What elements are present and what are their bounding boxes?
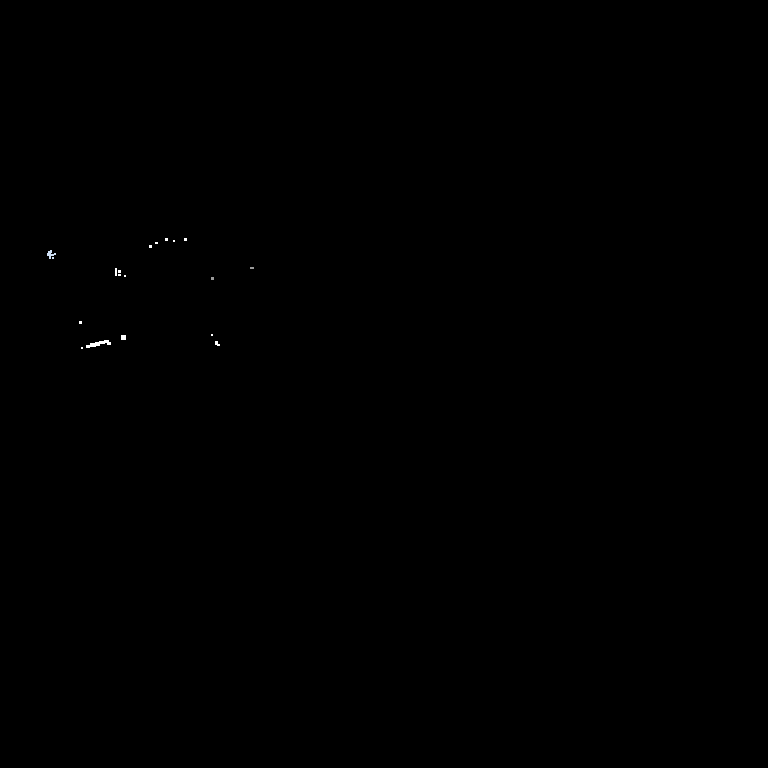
pixel-fragment <box>115 268 117 276</box>
pixel-fragment <box>90 343 96 347</box>
capture-state-label: blank <box>0 0 1 1</box>
pixel-fragment <box>165 238 168 241</box>
pixel-fragment <box>79 321 82 324</box>
pixel-fragment <box>184 238 187 241</box>
pixel-fragment <box>215 341 218 345</box>
pixel-fragment <box>47 253 51 256</box>
pixel-fragment <box>118 270 121 273</box>
pixel-fragment <box>104 340 109 343</box>
pixel-fragment <box>50 250 52 253</box>
pixel-fragment <box>51 254 54 256</box>
pixel-fragment <box>149 245 152 248</box>
pixel-fragment <box>217 344 220 346</box>
pixel-fragment <box>118 274 121 276</box>
pixel-fragment <box>54 253 56 255</box>
pixel-fragment <box>52 257 54 259</box>
pixel-fragment <box>173 240 175 242</box>
pixel-fragment <box>107 342 111 345</box>
pixel-fragment <box>48 251 50 253</box>
pixel-fragment <box>124 275 126 277</box>
fragment-region-label: upper-left quadrant <box>0 0 1 1</box>
pixel-fragment <box>81 347 83 349</box>
pixel-fragment <box>99 341 105 344</box>
capture-description: Near-black screen capture with no legibl… <box>0 0 1 1</box>
pixel-fragment <box>211 334 213 336</box>
pixel-fragment <box>250 267 254 269</box>
pixel-fragment <box>86 345 90 348</box>
pixel-fragment <box>121 335 126 340</box>
pixel-fragment <box>155 242 158 244</box>
pixel-fragment <box>49 256 51 259</box>
pixel-fragment <box>95 342 100 346</box>
pixel-fragment <box>211 277 214 280</box>
